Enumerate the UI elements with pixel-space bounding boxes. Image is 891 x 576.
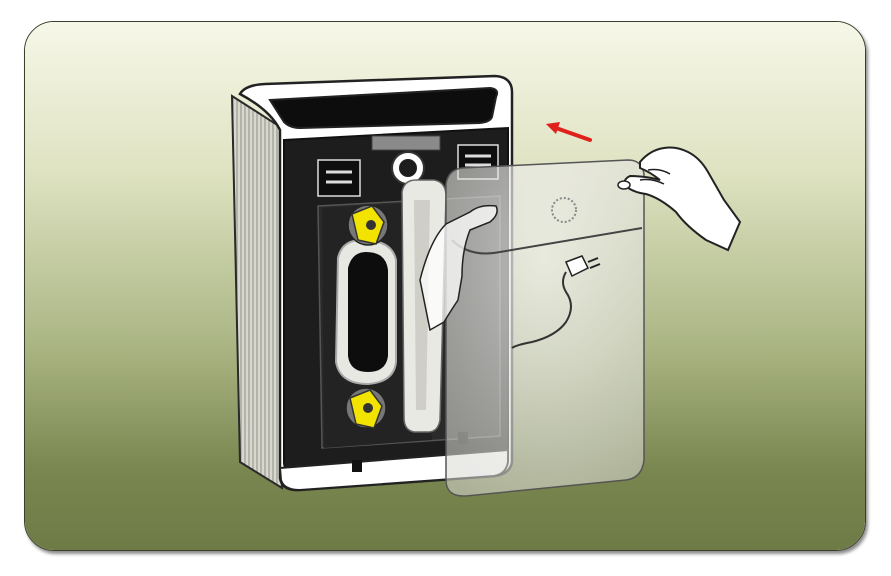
filter-cartridge-icon xyxy=(334,238,397,386)
sensor-ring-icon xyxy=(391,151,425,185)
yellow-latch-icon xyxy=(345,387,387,429)
top-bar xyxy=(371,135,441,151)
foot-slot xyxy=(352,460,362,472)
light-sensor-icon xyxy=(551,197,577,223)
left-vent-icon xyxy=(317,159,361,197)
hand-icon xyxy=(419,146,742,332)
left-hand-icon xyxy=(419,204,498,332)
yellow-latch-icon xyxy=(347,204,389,246)
red-arrow-icon xyxy=(546,122,592,142)
power-plug-icon xyxy=(511,255,601,349)
